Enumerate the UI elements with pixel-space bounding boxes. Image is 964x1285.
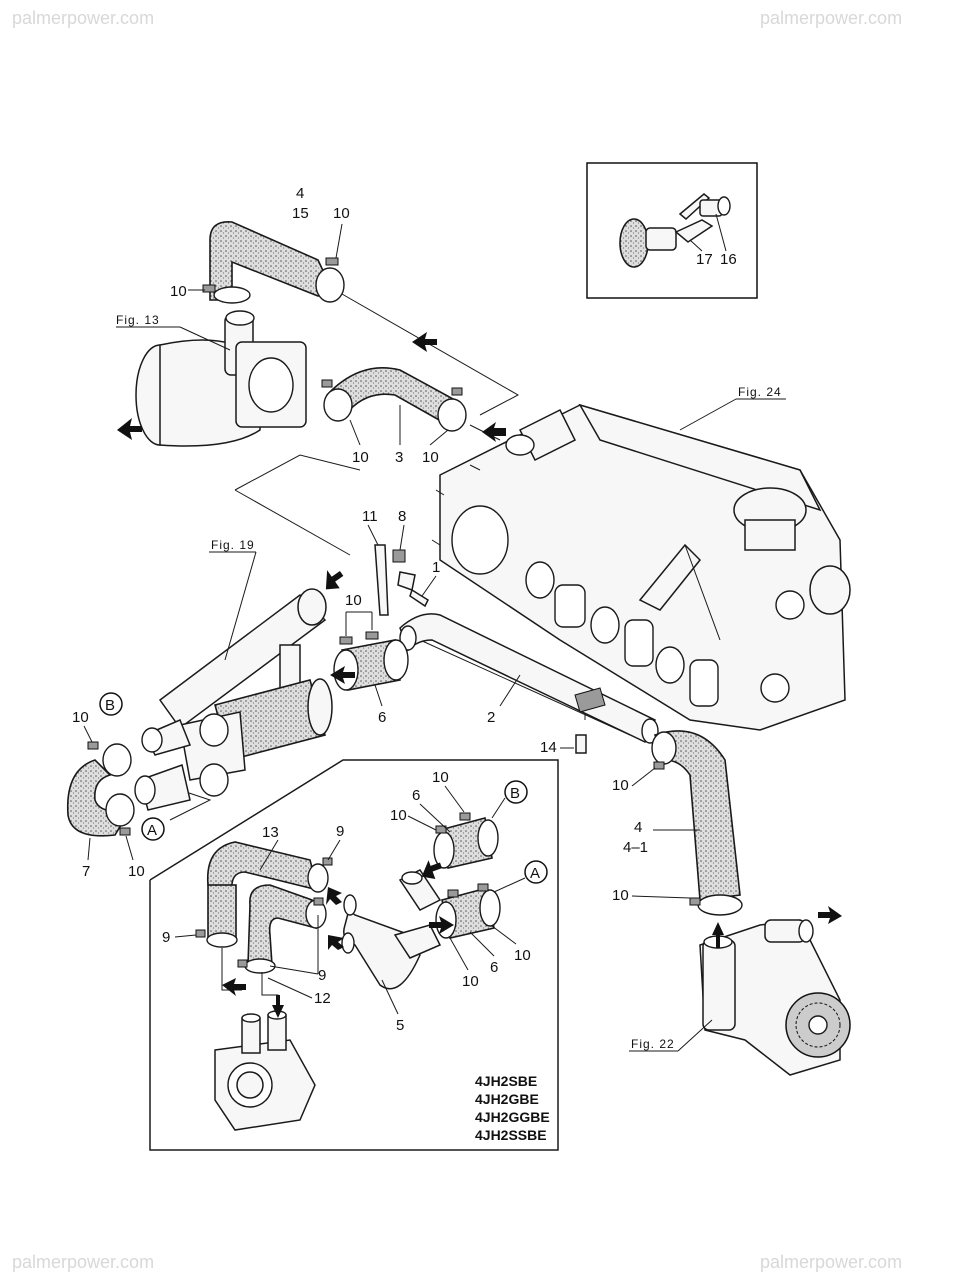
callout-9-b: 9 [162, 929, 170, 946]
thermostat-housing [134, 588, 333, 811]
svg-text:A: A [530, 865, 540, 882]
callout-9-c: 9 [318, 967, 326, 984]
watermark-top-left: palmerpower.com [12, 8, 154, 28]
bypass-tube [374, 544, 429, 616]
callout-10-top-right: 10 [333, 205, 350, 222]
hose-clamp-icon [325, 257, 339, 266]
hose-6 [333, 631, 409, 691]
callout-10-left-bottom: 10 [128, 863, 145, 880]
callout-15-top: 15 [292, 205, 309, 222]
drain-cock-inset: 17 16 [586, 162, 758, 299]
model-0: 4JH2SBE [475, 1073, 537, 1089]
fig-22-label: Fig. 22 [631, 1037, 675, 1051]
marker-a-left: A [141, 817, 165, 841]
callout-6-inset-a: 6 [412, 787, 420, 804]
watermark-bottom-left: palmerpower.com [12, 1252, 154, 1272]
flow-arrow-icon [712, 922, 724, 948]
marker-b-left: B [99, 692, 123, 716]
model-list: 4JH2SBE 4JH2GBE 4JH2GGBE 4JH2SSBE [475, 1073, 550, 1143]
lower-hose-4 [651, 730, 743, 916]
marker-b-inset: B [504, 780, 528, 804]
callout-2: 2 [487, 709, 495, 726]
bolt-14 [575, 734, 587, 754]
inset-thermostat-base [214, 1010, 316, 1131]
flow-arrow-icon [421, 860, 443, 880]
inset-hose-6-b [433, 812, 499, 869]
marker-a-inset: A [524, 860, 548, 884]
callout-10-inset-b: 10 [390, 807, 407, 824]
hose-7 [66, 741, 135, 837]
callout-10-right-b: 10 [612, 887, 629, 904]
callout-11: 11 [362, 508, 378, 525]
callout-12: 12 [314, 990, 331, 1007]
hose-clamp-icon [202, 284, 216, 293]
callout-10-top-left: 10 [170, 283, 187, 300]
hose-13 [195, 841, 333, 974]
model-1: 4JH2GBE [475, 1091, 539, 1107]
svg-text:B: B [510, 785, 520, 802]
fig-13-label: Fig. 13 [116, 313, 160, 327]
fig-19-label: Fig. 19 [211, 538, 255, 552]
callout-13: 13 [262, 824, 279, 841]
flow-arrow-icon [412, 332, 437, 352]
callout-4-right: 4 [634, 819, 642, 836]
callout-10-mid-c: 10 [345, 592, 362, 609]
model-2: 4JH2GGBE [475, 1109, 550, 1125]
watermark-top-right: palmerpower.com [760, 8, 902, 28]
callout-10-inset-a: 10 [432, 769, 449, 786]
flow-arrow-icon [117, 418, 142, 440]
flow-arrow-icon [330, 666, 355, 684]
water-pump [699, 919, 851, 1076]
watermark-bottom-right: palmerpower.com [760, 1252, 902, 1272]
callout-10-inset-c: 10 [462, 973, 479, 990]
callout-4-top: 4 [296, 185, 304, 202]
callout-9-a: 9 [336, 823, 344, 840]
callout-6-inset-b: 6 [490, 959, 498, 976]
callout-14: 14 [540, 739, 557, 756]
callout-5: 5 [396, 1017, 404, 1034]
callout-7: 7 [82, 863, 90, 880]
callout-17: 17 [696, 251, 713, 268]
flow-arrow-icon [818, 906, 842, 924]
callout-16: 16 [720, 251, 737, 268]
callout-3: 3 [395, 449, 403, 466]
flow-arrow-icon [482, 422, 506, 442]
flow-arrow-icon [429, 916, 454, 934]
callout-10-mid-a: 10 [352, 449, 369, 466]
upper-hose-4 [202, 221, 345, 304]
callout-10-right-a: 10 [612, 777, 629, 794]
flow-arrow-icon [325, 570, 344, 590]
svg-text:B: B [105, 697, 115, 714]
callout-6-mid: 6 [378, 709, 386, 726]
callout-1: 1 [432, 559, 440, 576]
leader-lines [169, 289, 631, 821]
svg-text:A: A [147, 822, 157, 839]
pipe-5 [341, 869, 442, 990]
hose-3 [321, 367, 467, 432]
flow-arrow-icon [272, 995, 284, 1018]
callout-10-left: 10 [72, 709, 89, 726]
model-3: 4JH2SSBE [475, 1127, 547, 1143]
callout-10-mid-b: 10 [422, 449, 439, 466]
callout-8: 8 [398, 508, 406, 525]
alternate-config-inset [149, 759, 559, 1151]
callout-10-inset-d: 10 [514, 947, 531, 964]
drain-cock-icon [619, 193, 731, 268]
callout-4-1: 4–1 [623, 839, 648, 856]
flow-arrow-icon [328, 935, 344, 950]
engine-block [431, 403, 851, 731]
exhaust-elbow [135, 310, 307, 447]
flow-arrow-icon [326, 887, 342, 905]
flow-arrow-icon [222, 978, 246, 996]
fig-24-label: Fig. 24 [738, 385, 782, 399]
